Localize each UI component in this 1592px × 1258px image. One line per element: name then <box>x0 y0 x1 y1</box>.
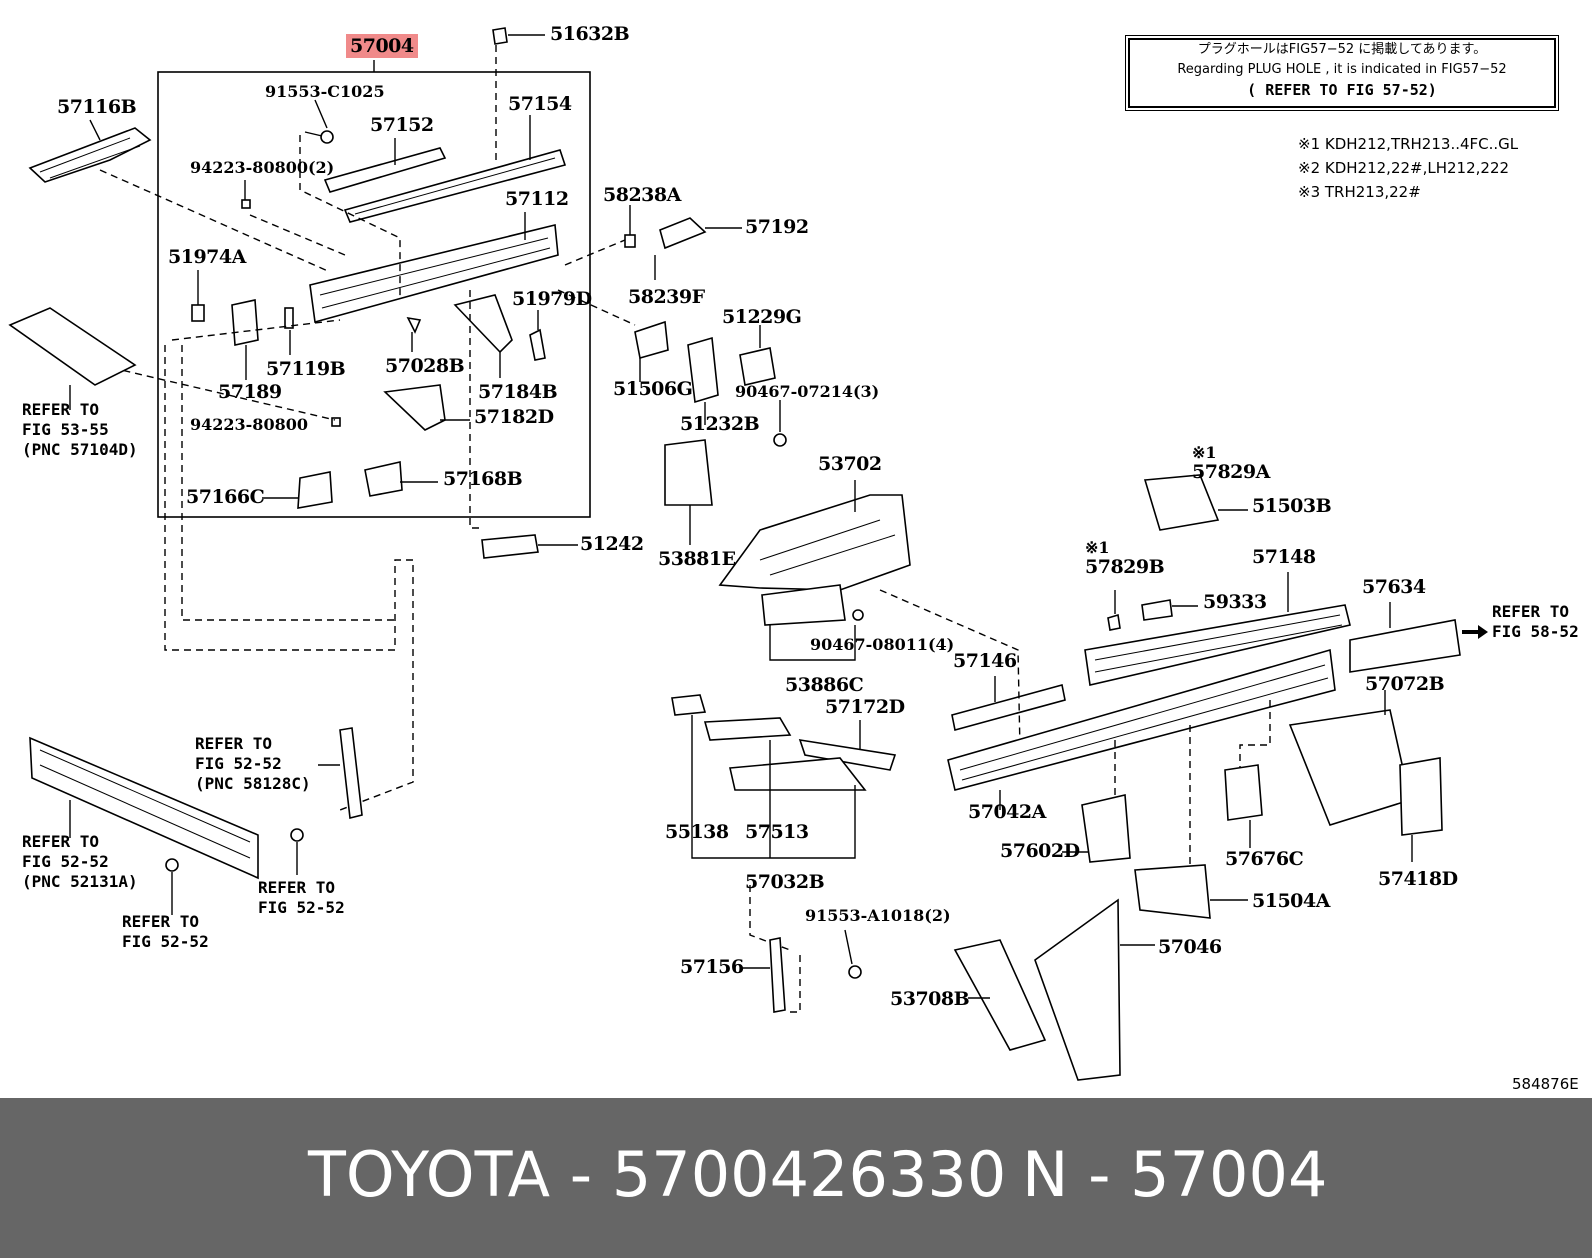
label-57513[interactable]: 57513 <box>745 821 809 843</box>
part-57829A <box>1143 474 1220 531</box>
mark-1a: ※1 <box>1192 443 1217 462</box>
part-57072B <box>1288 709 1411 826</box>
part-53886C <box>761 584 846 626</box>
label-57182D[interactable]: 57182D <box>474 406 554 428</box>
label-51632B[interactable]: 51632B <box>550 23 630 45</box>
refer-fig-52-52-b[interactable]: REFER TO FIG 52-52 <box>122 912 209 951</box>
label-57829A[interactable]: 57829A <box>1192 461 1270 483</box>
refer-fig-52-52-58128C[interactable]: REFER TO FIG 52-52 (PNC 58128C) <box>195 734 311 793</box>
part-57182D <box>383 384 446 431</box>
part-53702 <box>718 494 911 591</box>
label-57829B[interactable]: 57829B <box>1085 556 1165 578</box>
label-53702[interactable]: 53702 <box>818 453 882 475</box>
label-51979D[interactable]: 51979D <box>512 288 592 310</box>
label-57166C[interactable]: 57166C <box>186 486 265 508</box>
label-57192[interactable]: 57192 <box>745 216 809 238</box>
part-52131A-reinforcement <box>29 736 259 880</box>
label-57072B[interactable]: 57072B <box>1365 673 1445 695</box>
part-57116B <box>28 127 152 183</box>
label-57676C[interactable]: 57676C <box>1225 848 1304 870</box>
refer-fig-52-52-52131A[interactable]: REFER TO FIG 52-52 (PNC 52131A) <box>22 832 138 891</box>
refer-fig-58-52[interactable]: REFER TO FIG 58-52 <box>1492 602 1579 641</box>
label-57184B[interactable]: 57184B <box>478 381 558 403</box>
part-57634 <box>1349 619 1461 673</box>
part-53708B <box>953 939 1047 1051</box>
label-90467-08011-4[interactable]: 90467-08011(4) <box>810 635 955 654</box>
label-51503B[interactable]: 51503B <box>1252 495 1332 517</box>
label-57418D[interactable]: 57418D <box>1378 868 1458 890</box>
label-51229G[interactable]: 51229G <box>722 306 802 328</box>
label-51974A[interactable]: 51974A <box>168 246 246 268</box>
label-53881E[interactable]: 53881E <box>658 548 736 570</box>
part-57042A <box>947 648 1336 791</box>
footer-pnc: N - 57004 <box>1022 1138 1328 1211</box>
label-94223-80800-2[interactable]: 94223-80800(2) <box>190 158 335 177</box>
part-51232B <box>687 336 719 404</box>
label-51506G[interactable]: 51506G <box>613 378 693 400</box>
label-91553-C1025[interactable]: 91553-C1025 <box>265 82 385 101</box>
refer-fig-53-55[interactable]: REFER TO FIG 53-55 (PNC 57104D) <box>22 400 138 459</box>
label-94223-80800[interactable]: 94223-80800 <box>190 415 308 434</box>
label-57152[interactable]: 57152 <box>370 114 434 136</box>
label-90467-07214-3[interactable]: 90467-07214(3) <box>735 382 880 401</box>
label-57042A[interactable]: 57042A <box>968 801 1046 823</box>
footer-bar: TOYOTA - 5700426330 N - 57004 <box>0 1098 1592 1258</box>
figure-number: 584876E <box>1512 1075 1579 1093</box>
footer-brand-part-number: TOYOTA - 5700426330 <box>308 1138 1007 1211</box>
label-53886C[interactable]: 53886C <box>785 674 864 696</box>
label-91553-A1018-2[interactable]: 91553-A1018(2) <box>805 906 951 925</box>
part-57602D <box>1081 794 1131 863</box>
label-57156[interactable]: 57156 <box>680 956 744 978</box>
part-53881E <box>664 439 713 506</box>
label-57634[interactable]: 57634 <box>1362 576 1426 598</box>
label-53708B[interactable]: 53708B <box>890 988 970 1010</box>
label-57168B[interactable]: 57168B <box>443 468 523 490</box>
label-57189[interactable]: 57189 <box>218 381 282 403</box>
label-57004[interactable]: 57004 <box>346 34 418 58</box>
part-57184B <box>453 294 513 354</box>
part-57513 <box>729 757 867 791</box>
part-57152 <box>323 147 447 193</box>
part-57046 <box>1034 898 1121 1081</box>
part-57189 <box>231 299 259 346</box>
label-58239F[interactable]: 58239F <box>628 286 705 308</box>
label-57146[interactable]: 57146 <box>953 650 1017 672</box>
label-51504A[interactable]: 51504A <box>1252 890 1330 912</box>
model-remarks: ※1 KDH212,TRH213..4FC..GL ※2 KDH212,22#,… <box>1298 135 1519 201</box>
label-57602D[interactable]: 57602D <box>1000 840 1080 862</box>
label-59333[interactable]: 59333 <box>1203 591 1267 613</box>
label-57032B[interactable]: 57032B <box>745 871 825 893</box>
part-57104D <box>8 307 137 386</box>
label-57046[interactable]: 57046 <box>1158 936 1222 958</box>
refer-fig-52-52-a[interactable]: REFER TO FIG 52-52 <box>258 878 345 917</box>
label-55138[interactable]: 55138 <box>665 821 729 843</box>
mark-1b: ※1 <box>1085 538 1110 557</box>
label-57154[interactable]: 57154 <box>508 93 572 115</box>
parts-diagram: 57004 51632B 91553-C1025 57116B 57152 57… <box>8 23 1579 1093</box>
label-57119B[interactable]: 57119B <box>266 358 346 380</box>
part-51504A <box>1134 864 1211 919</box>
label-57148[interactable]: 57148 <box>1252 546 1316 568</box>
label-57112[interactable]: 57112 <box>505 188 569 210</box>
label-57172D[interactable]: 57172D <box>825 696 905 718</box>
parts-drawing <box>8 27 1488 1081</box>
label-58238A[interactable]: 58238A <box>603 184 681 206</box>
label-51232B[interactable]: 51232B <box>680 413 760 435</box>
label-57028B[interactable]: 57028B <box>385 355 465 377</box>
plug-hole-note: プラグホールはFIG57−52 に掲載してあります。 Regarding PLU… <box>1125 35 1559 111</box>
part-57112 <box>309 224 559 324</box>
label-57116B[interactable]: 57116B <box>57 96 137 118</box>
label-51242[interactable]: 51242 <box>580 533 644 555</box>
